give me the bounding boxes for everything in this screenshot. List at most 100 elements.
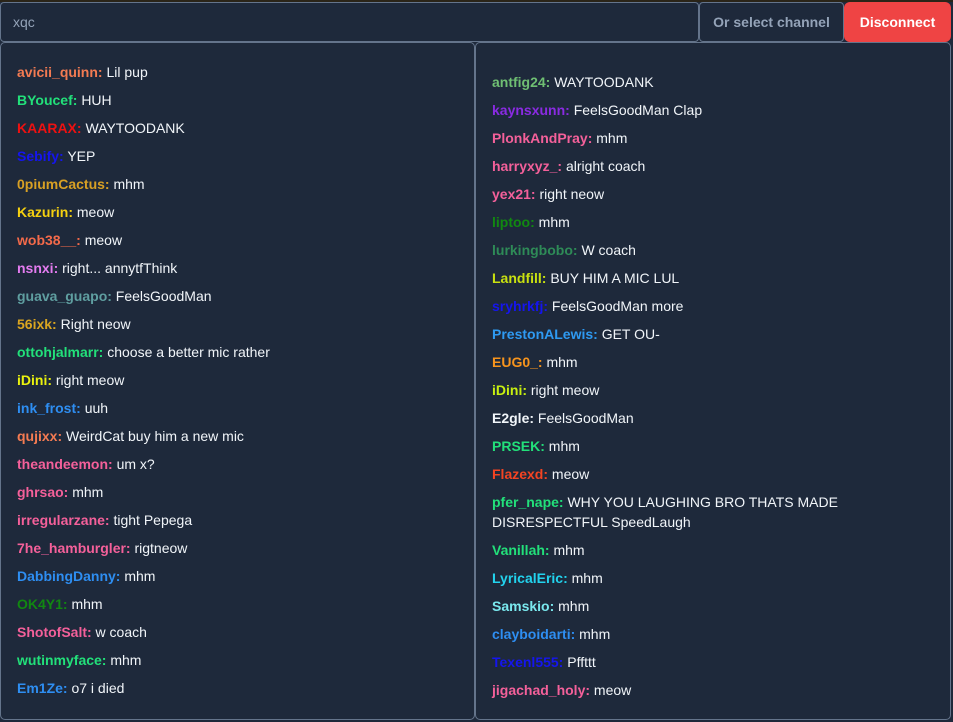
chat-username[interactable]: kaynsxunn:	[492, 102, 570, 118]
chat-message: Em1Ze: o7 i died	[17, 678, 460, 698]
chat-text: Pffttt	[567, 654, 596, 670]
chat-username[interactable]: ShotofSalt:	[17, 624, 92, 640]
chat-text: mhm	[579, 626, 611, 642]
chat-username[interactable]: 0piumCactus:	[17, 176, 110, 192]
chat-message: qujixx: WeirdCat buy him a new mic	[17, 426, 460, 446]
chat-message	[17, 43, 460, 54]
select-channel-button[interactable]: Or select channel	[699, 2, 844, 42]
chat-username[interactable]: ghrsao:	[17, 484, 69, 500]
chat-message: liptoo: mhm	[492, 212, 936, 232]
chat-message: Vanillah: mhm	[492, 540, 936, 560]
chat-username[interactable]: Samskio:	[492, 598, 555, 614]
chat-username[interactable]: Kazurin:	[17, 204, 73, 220]
chat-message: PlonkAndPray: mhm	[492, 128, 936, 148]
chat-username[interactable]: sryhrkfj:	[492, 298, 549, 314]
chat-username[interactable]: Sebify:	[17, 148, 64, 164]
chat-username[interactable]: PRSEK:	[492, 438, 545, 454]
chat-message: Flazexd: meow	[492, 464, 936, 484]
chat-username[interactable]: Flazexd:	[492, 466, 549, 482]
disconnect-button[interactable]: Disconnect	[844, 2, 951, 42]
chat-username[interactable]: 7he_hamburgler:	[17, 540, 131, 556]
chat-message: pfer_nape: WHY YOU LAUGHING BRO THATS MA…	[492, 492, 936, 532]
chat-message: yex21: right neow	[492, 184, 936, 204]
chat-text: mhm	[124, 568, 156, 584]
chat-text: mhm	[546, 354, 578, 370]
chat-text: FeelsGoodMan	[537, 410, 634, 426]
chat-text: mhm	[113, 176, 145, 192]
channel-bar: Or select channel Disconnect	[0, 2, 951, 42]
chat-username[interactable]: nsnxi:	[17, 260, 59, 276]
chat-username[interactable]: harryxyz_:	[492, 158, 563, 174]
chat-message: lurkingbobo: W coach	[492, 240, 936, 260]
chat-text: mhm	[72, 484, 104, 500]
chat-username[interactable]: ottohjalmarr:	[17, 344, 104, 360]
chat-username[interactable]: Em1Ze:	[17, 680, 68, 696]
chat-message: iDini: right meow	[17, 370, 460, 390]
chat-username[interactable]: EUG0_:	[492, 354, 543, 370]
chat-username[interactable]: PlonkAndPray:	[492, 130, 593, 146]
chat-text: rigtneow	[134, 540, 188, 556]
chat-username[interactable]: theandeemon:	[17, 456, 113, 472]
chat-text: mhm	[538, 214, 570, 230]
chat-username[interactable]: clayboidarti:	[492, 626, 576, 642]
chat-username[interactable]: iDini:	[492, 382, 527, 398]
chat-text: meow	[84, 232, 123, 248]
chat-text: right... annytfThink	[62, 260, 178, 276]
chat-text: mhm	[110, 652, 142, 668]
chat-username[interactable]: DabbingDanny:	[17, 568, 121, 584]
chat-username[interactable]: ink_frost:	[17, 400, 81, 416]
chat-text: w coach	[95, 624, 147, 640]
chat-username[interactable]: PrestonALewis:	[492, 326, 598, 342]
chat-message: irregularzane: tight Pepega	[17, 510, 460, 530]
chat-username[interactable]: lurkingbobo:	[492, 242, 578, 258]
chat-message: KAARAX: WAYTOODANK	[17, 118, 460, 138]
chat-username[interactable]: wob38__:	[17, 232, 81, 248]
chat-text: mhm	[596, 130, 628, 146]
chat-message: wob38__: meow	[17, 230, 460, 250]
chat-username[interactable]: Vanillah:	[492, 542, 550, 558]
chat-text: meow	[551, 466, 590, 482]
chat-username[interactable]: KAARAX:	[17, 120, 82, 136]
chat-message: LyricalEric: mhm	[492, 568, 936, 588]
channel-input[interactable]	[0, 2, 699, 42]
chat-message: EUG0_: mhm	[492, 352, 936, 372]
chat-username[interactable]: liptoo:	[492, 214, 535, 230]
chat-text: FeelsGoodMan Clap	[573, 102, 703, 118]
chat-message: BYoucef: HUH	[17, 90, 460, 110]
chat-username[interactable]: iDini:	[17, 372, 52, 388]
chat-message: ink_frost: uuh	[17, 398, 460, 418]
chat-username[interactable]: avicii_quinn:	[17, 64, 103, 80]
chat-text: WAYTOODANK	[85, 120, 185, 136]
chat-username[interactable]: guava_guapo:	[17, 288, 112, 304]
chat-username[interactable]: jigachad_holy:	[492, 682, 591, 698]
chat-message: guava_guapo: FeelsGoodMan	[17, 286, 460, 306]
chat-message: PrestonALewis: GET OU-	[492, 324, 936, 344]
chat-text: tight Pepega	[113, 512, 193, 528]
chat-message: jigachad_holy: meow	[492, 680, 936, 700]
chat-username[interactable]: E2gle:	[492, 410, 535, 426]
chat-username[interactable]: 56ixk:	[17, 316, 57, 332]
chat-username[interactable]: BYoucef:	[17, 92, 78, 108]
chat-username[interactable]: yex21:	[492, 186, 536, 202]
chat-username[interactable]: wutinmyface:	[17, 652, 107, 668]
chat-username[interactable]: LyricalEric:	[492, 570, 568, 586]
chat-username[interactable]: Landfill:	[492, 270, 547, 286]
chat-message: ShotofSalt: w coach	[17, 622, 460, 642]
chat-username[interactable]: antfig24:	[492, 74, 551, 90]
chat-message: 56ixk: Right neow	[17, 314, 460, 334]
chat-username[interactable]: pfer_nape:	[492, 494, 564, 510]
chat-username[interactable]: irregularzane:	[17, 512, 110, 528]
chat-text: choose a better mic rather	[107, 344, 270, 360]
chat-message: ottohjalmarr: choose a better mic rather	[17, 342, 460, 362]
chat-message: Texenl555: Pffttt	[492, 652, 936, 672]
chat-username[interactable]: Texenl555:	[492, 654, 564, 670]
chat-username[interactable]: OK4Y1:	[17, 596, 68, 612]
chat-message: Samskio: mhm	[492, 596, 936, 616]
chat-username[interactable]: qujixx:	[17, 428, 63, 444]
chat-message: iDini: right meow	[492, 380, 936, 400]
chat-text: HUH	[81, 92, 112, 108]
chat-text: Lil pup	[106, 64, 148, 80]
